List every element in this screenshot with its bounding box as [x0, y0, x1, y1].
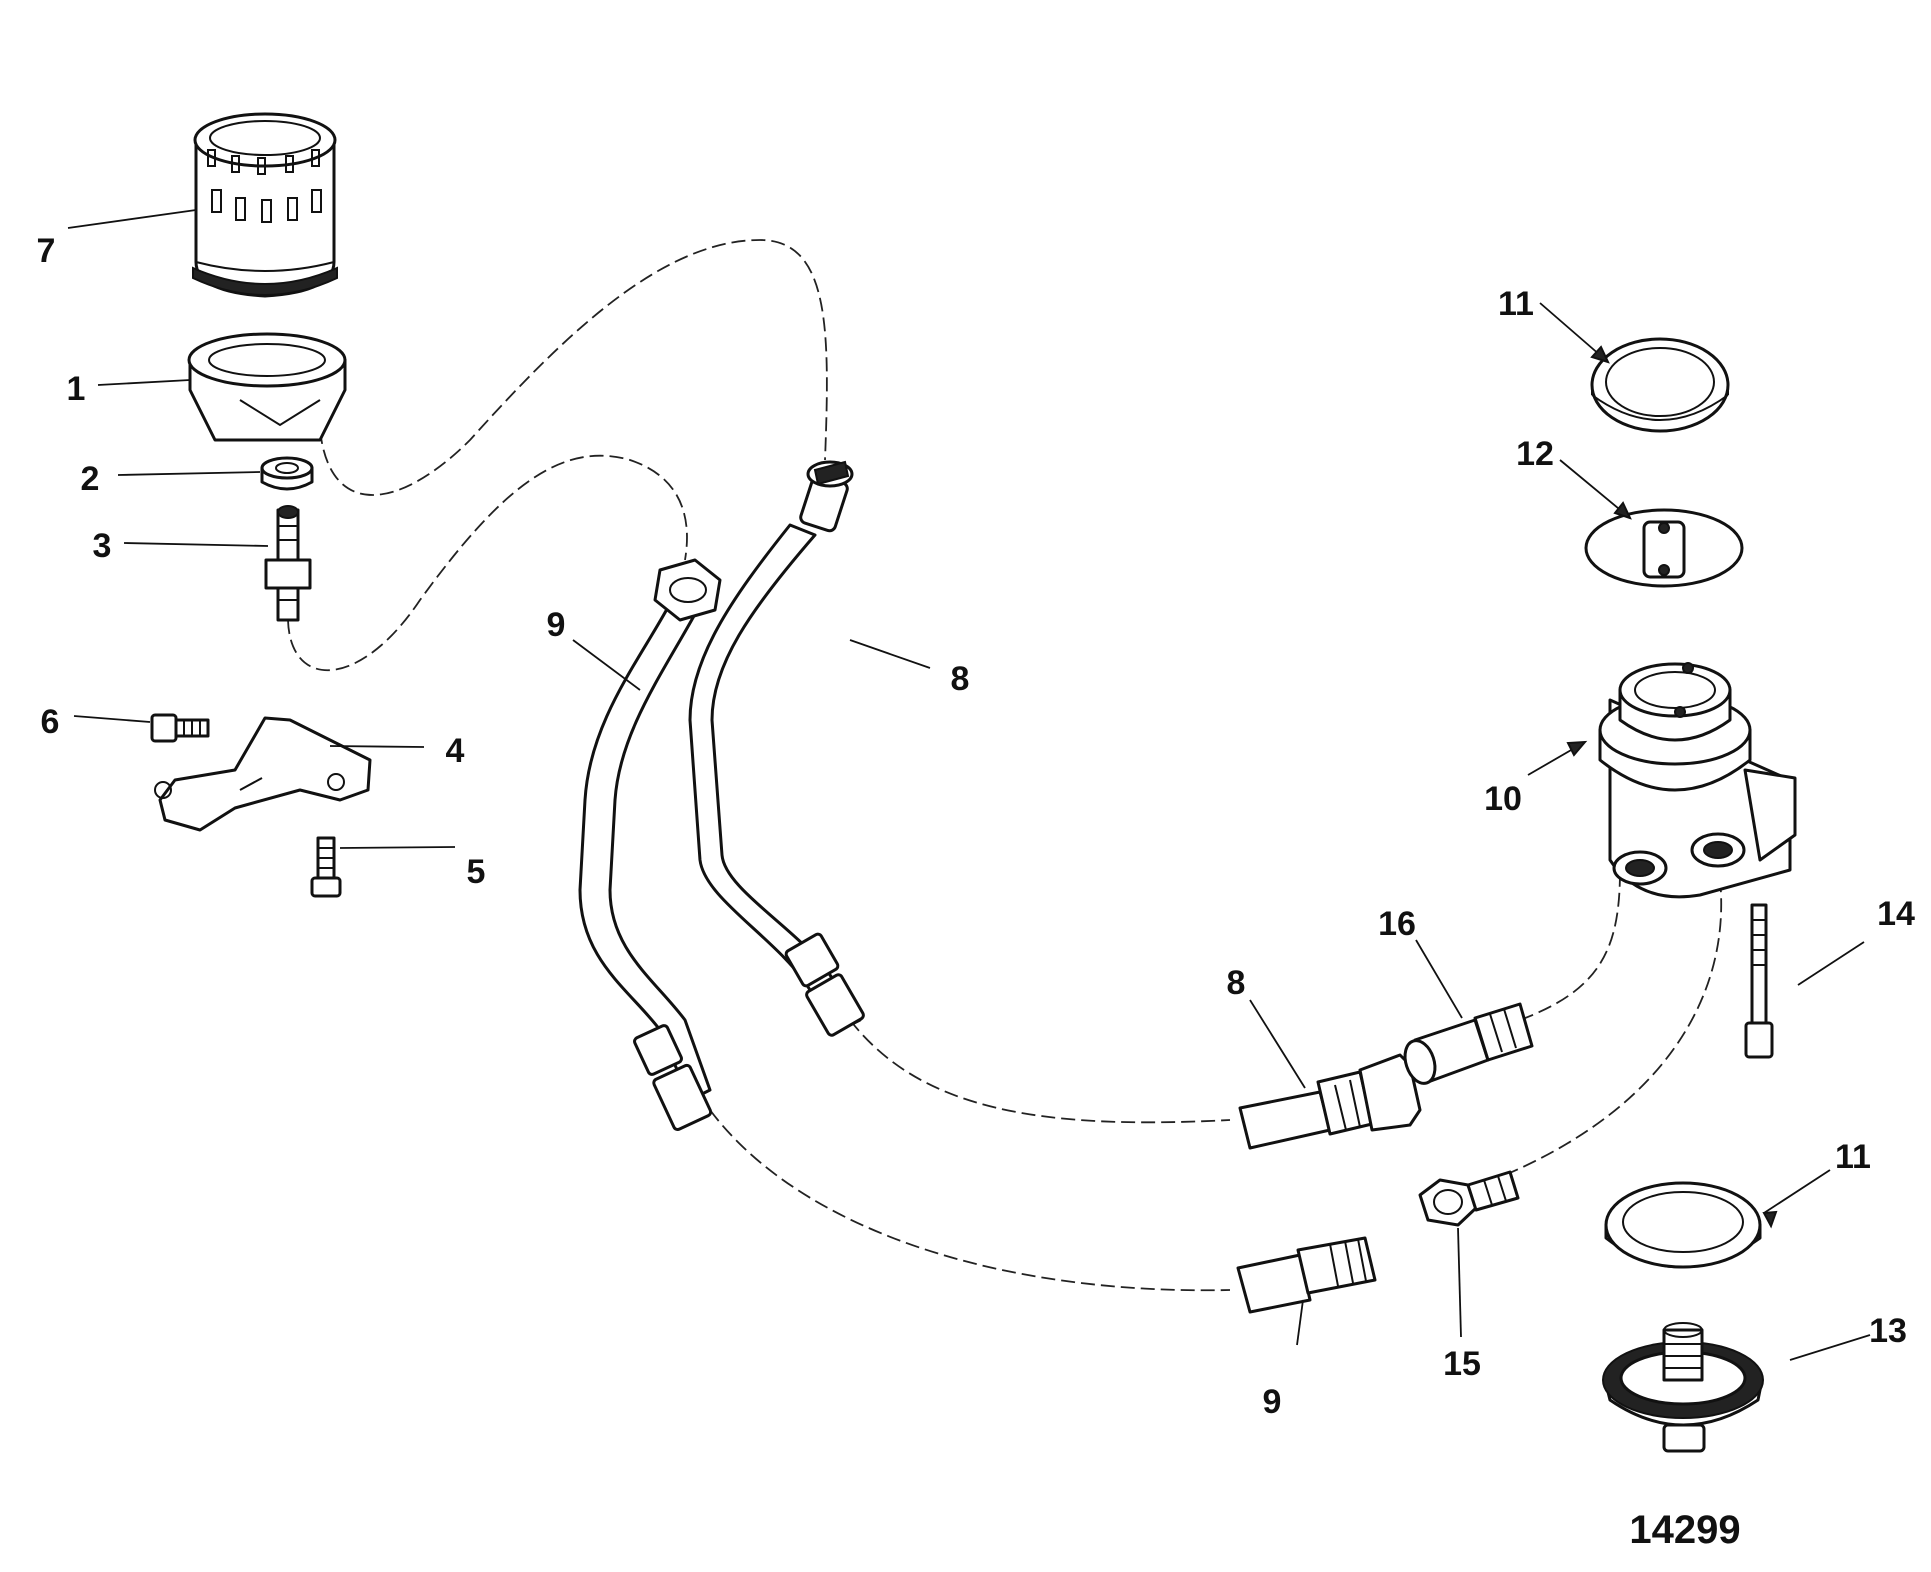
callout-9-upper: 9 [547, 606, 566, 644]
callout-15: 15 [1443, 1345, 1481, 1383]
figure-number: 14299 [1629, 1508, 1740, 1552]
callout-13: 13 [1869, 1312, 1907, 1350]
callout-8-upper: 8 [951, 660, 970, 698]
hose-8-lower-route [849, 1019, 1231, 1124]
bolt-part-6 [150, 713, 210, 743]
callout-labels: 7 1 2 3 6 4 5 9 8 11 12 10 14 16 8 11 13… [37, 232, 1915, 1421]
callout-3: 3 [93, 527, 112, 565]
callout-2: 2 [81, 460, 100, 498]
filter-housing-part-10 [1598, 662, 1797, 899]
union-part-15 [1418, 1170, 1520, 1227]
callout-5: 5 [467, 853, 486, 891]
callout-11-top: 11 [1498, 285, 1534, 323]
callout-8-lower: 8 [1227, 964, 1246, 1002]
callout-4: 4 [446, 732, 465, 770]
filter-adapter-part-1 [187, 332, 347, 442]
connector-part-16 [1403, 1002, 1534, 1085]
callout-6: 6 [41, 703, 60, 741]
callout-9-lower: 9 [1263, 1383, 1282, 1421]
callout-1: 1 [67, 370, 86, 408]
long-bolt-part-14 [1744, 903, 1774, 1059]
hose-8-end-fitting [1238, 1053, 1422, 1150]
hose-9-lower-route [709, 1109, 1231, 1292]
callout-11-bottom: 11 [1835, 1138, 1871, 1176]
valve-plate-part-12 [1584, 508, 1744, 588]
oil-filter-part-7 [192, 112, 338, 298]
fitting-15-route [1504, 879, 1723, 1176]
callout-7: 7 [37, 232, 56, 270]
callout-10: 10 [1484, 780, 1522, 818]
cover-part-13 [1602, 1322, 1764, 1453]
bracket-part-4 [154, 716, 372, 832]
hose-routes [287, 239, 1723, 1292]
callout-12: 12 [1516, 435, 1554, 473]
callout-14: 14 [1877, 895, 1915, 933]
hose-9-end-fitting [1236, 1236, 1377, 1314]
o-ring-part-11-top [1590, 337, 1730, 433]
hose-9-tube [578, 558, 722, 1132]
hose-9-upper-route [287, 454, 688, 671]
leader-lines [67, 209, 1871, 1361]
fitting-16-route [1519, 869, 1621, 1021]
washer-part-2 [260, 456, 314, 491]
o-ring-part-11-bottom [1604, 1181, 1762, 1269]
hose-fitting-part-3 [264, 505, 312, 622]
hose-8-tube [688, 460, 865, 1037]
screw-part-5 [310, 836, 342, 898]
callout-16: 16 [1378, 905, 1416, 943]
hose-8-upper-route [319, 239, 828, 496]
